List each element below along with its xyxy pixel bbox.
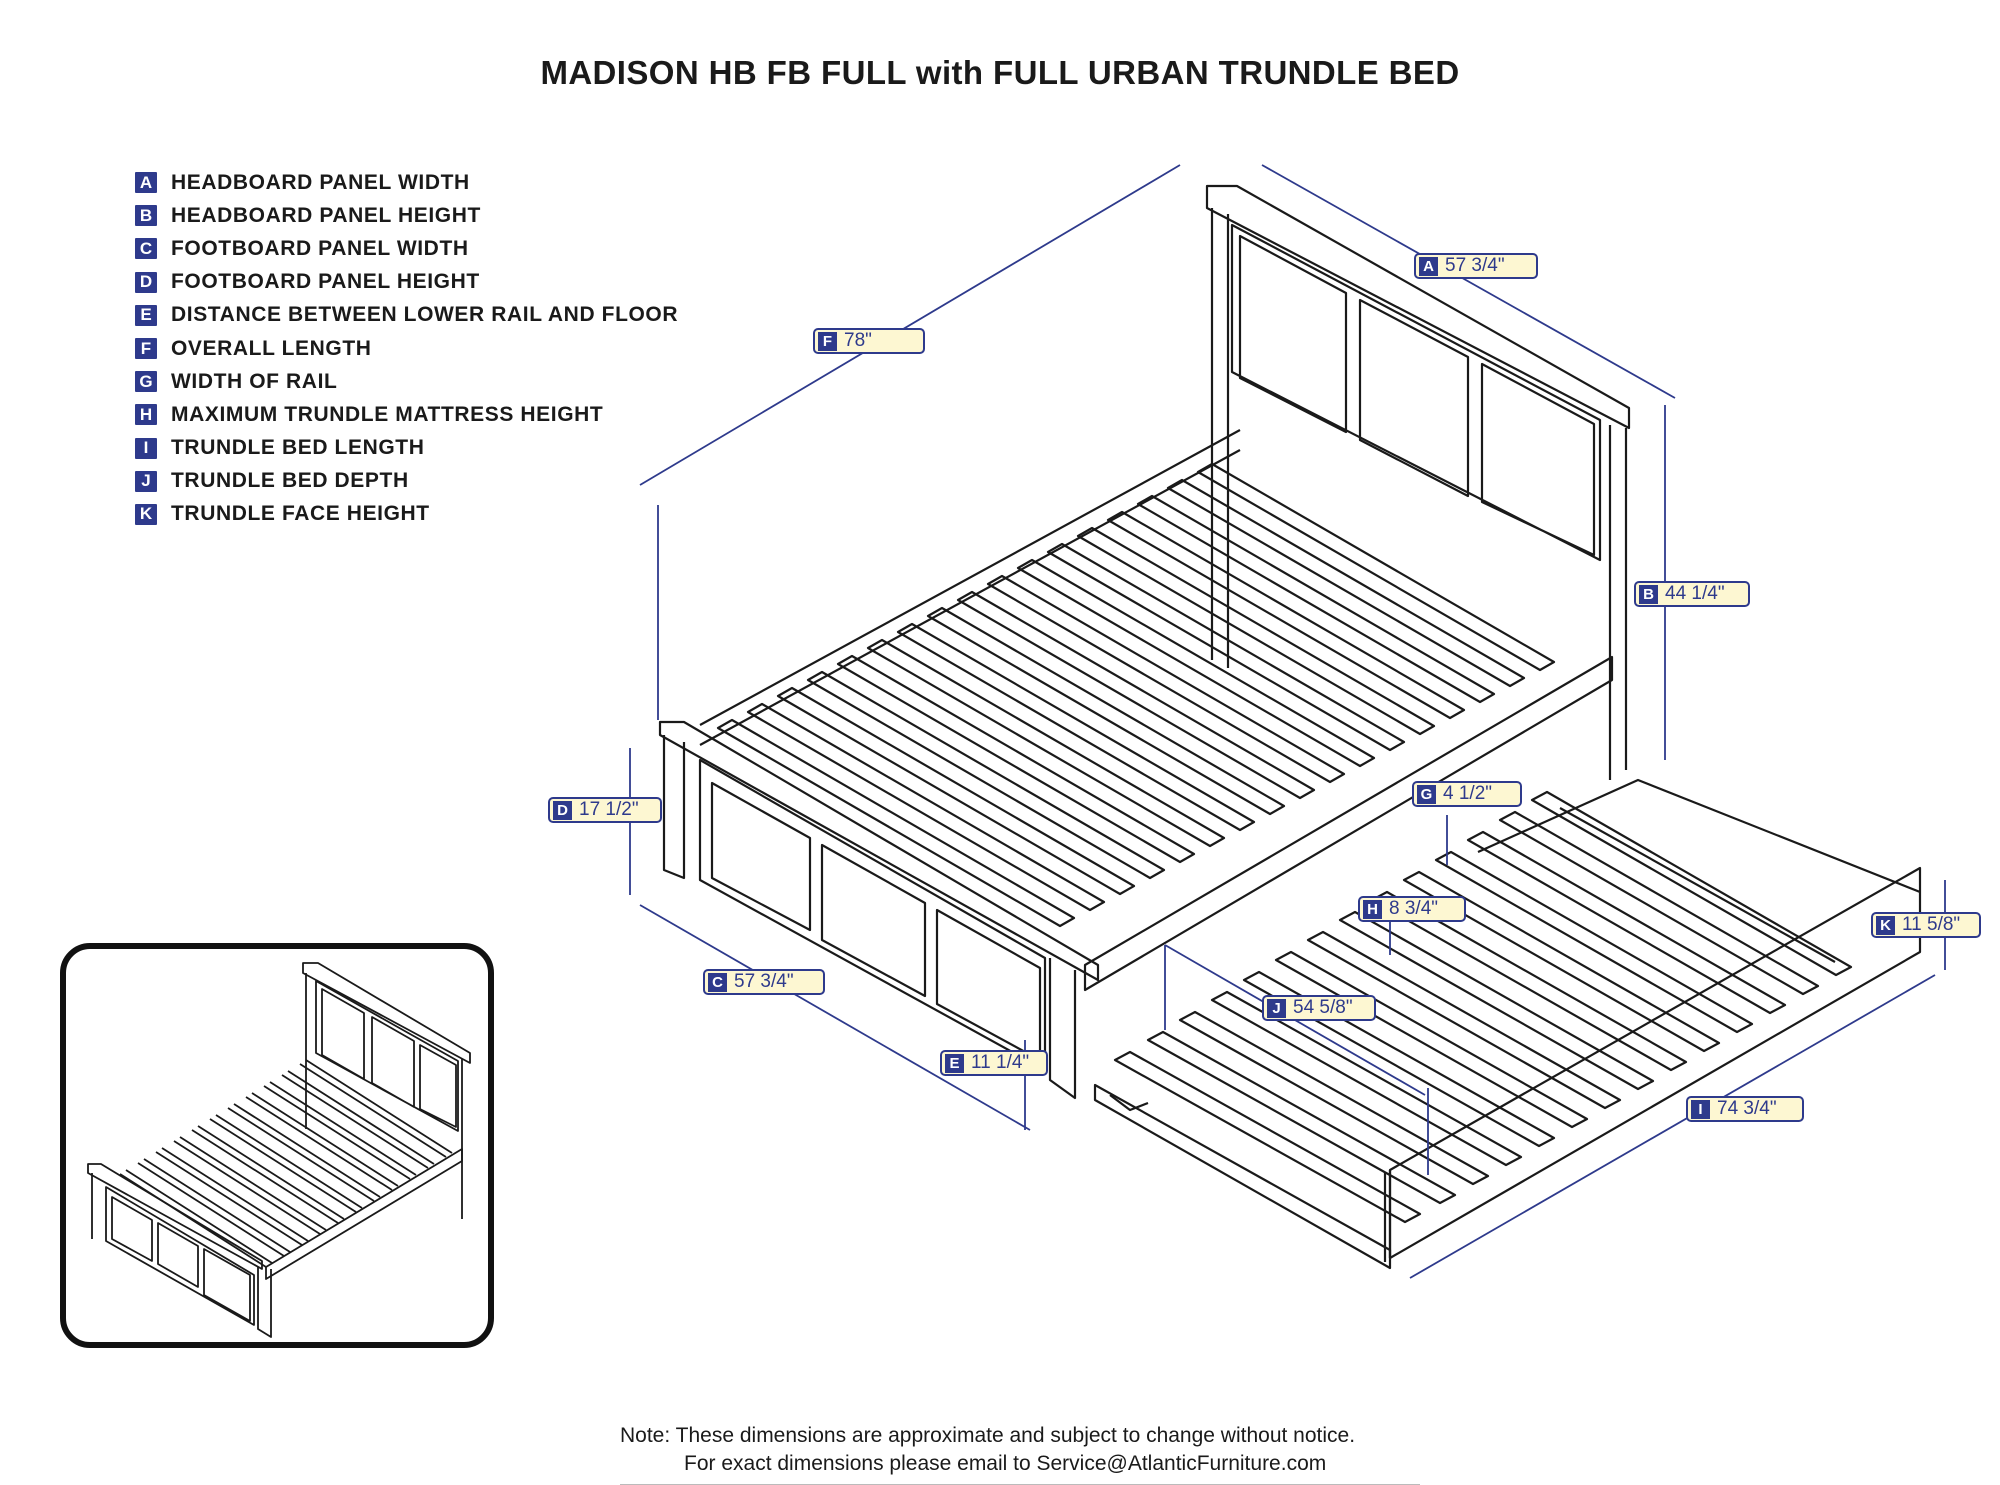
legend-label: OVERALL LENGTH xyxy=(171,336,372,360)
footboard xyxy=(658,720,1100,982)
dimension-callout-f: F 78" xyxy=(813,328,925,354)
trundle-side xyxy=(1093,1083,1392,1270)
legend-key: B xyxy=(135,205,157,227)
legend-label: FOOTBOARD PANEL HEIGHT xyxy=(171,270,480,294)
dimension-value: 11 1/4" xyxy=(971,1052,1030,1073)
dimension-value: 57 3/4" xyxy=(734,971,794,992)
dimension-value: 17 1/2" xyxy=(579,799,639,820)
dimension-callout-g: G 4 1/2" xyxy=(1412,781,1522,807)
diagram-title: MADISON HB FB FULL with FULL URBAN TRUND… xyxy=(540,54,1460,91)
headboard-posts xyxy=(1210,208,1628,780)
legend-key: C xyxy=(135,238,157,260)
dimension-value: 57 3/4" xyxy=(1445,255,1505,276)
legend-label: TRUNDLE BED DEPTH xyxy=(171,469,409,493)
dimension-value: 54 5/8" xyxy=(1293,997,1353,1018)
dimension-value: 8 3/4" xyxy=(1389,898,1439,919)
legend-item-i: I TRUNDLE BED LENGTH xyxy=(135,432,678,465)
dimension-callout-k: K 11 5/8" xyxy=(1871,912,1981,938)
dimension-callout-c: C 57 3/4" xyxy=(703,969,825,995)
legend-item-a: A HEADBOARD PANEL WIDTH xyxy=(135,166,678,199)
footboard-panels xyxy=(698,758,1047,1072)
dimension-key: G xyxy=(1417,784,1436,804)
dimension-callout-d: D 17 1/2" xyxy=(548,797,662,823)
legend-label: TRUNDLE BED LENGTH xyxy=(171,436,425,460)
dimension-callout-a: A 57 3/4" xyxy=(1414,253,1538,279)
assembled-bed-preview-art xyxy=(87,962,471,1338)
dimension-key: D xyxy=(553,800,572,820)
legend-label: FOOTBOARD PANEL WIDTH xyxy=(171,236,469,260)
legend-label: MAXIMUM TRUNDLE MATTRESS HEIGHT xyxy=(171,402,604,426)
dimension-callout-j: J 54 5/8" xyxy=(1262,995,1376,1021)
assembled-bed-preview xyxy=(60,943,494,1348)
dimension-callout-b: B 44 1/4" xyxy=(1634,581,1750,607)
headboard xyxy=(1205,184,1631,430)
legend-item-b: B HEADBOARD PANEL HEIGHT xyxy=(135,199,678,232)
dimension-value: 74 3/4" xyxy=(1717,1098,1777,1119)
legend-item-k: K TRUNDLE FACE HEIGHT xyxy=(135,498,678,531)
dimension-callout-e: E 11 1/4" xyxy=(940,1050,1048,1076)
legend-item-j: J TRUNDLE BED DEPTH xyxy=(135,465,678,498)
note-line-2: For exact dimensions please email to Ser… xyxy=(684,1452,1327,1475)
dimension-key: E xyxy=(945,1053,964,1073)
side-rail xyxy=(1083,655,1614,992)
dimension-value: 4 1/2" xyxy=(1443,783,1493,804)
legend-item-g: G WIDTH OF RAIL xyxy=(135,365,678,398)
disclaimer-note: Note: These dimensions are approximate a… xyxy=(620,1422,1355,1478)
dimension-key: J xyxy=(1267,998,1286,1018)
legend-label: DISTANCE BETWEEN LOWER RAIL AND FLOOR xyxy=(171,303,679,327)
legend-key: H xyxy=(135,404,157,426)
headboard-panels xyxy=(1230,223,1602,562)
dimension-key: B xyxy=(1639,584,1658,604)
trundle-slats xyxy=(1113,790,1853,1224)
legend-item-e: E DISTANCE BETWEEN LOWER RAIL AND FLOOR xyxy=(135,299,678,332)
legend-label: TRUNDLE FACE HEIGHT xyxy=(171,502,430,526)
dimension-callout-h: H 8 3/4" xyxy=(1358,896,1466,922)
dimension-value: 44 1/4" xyxy=(1665,583,1725,604)
dimension-key: F xyxy=(818,331,837,351)
legend-key: E xyxy=(135,304,157,326)
legend-key: I xyxy=(135,437,157,459)
legend-key: D xyxy=(135,271,157,293)
legend-key: F xyxy=(135,338,157,360)
legend-key: G xyxy=(135,371,157,393)
legend-item-f: F OVERALL LENGTH xyxy=(135,332,678,365)
legend-label: WIDTH OF RAIL xyxy=(171,369,338,393)
trundle-back-rail xyxy=(1477,778,1921,894)
trundle-art xyxy=(1093,778,1922,1270)
side-rail-far xyxy=(699,429,1241,746)
dimension-value: 11 5/8" xyxy=(1902,914,1961,935)
legend-item-h: H MAXIMUM TRUNDLE MATTRESS HEIGHT xyxy=(135,398,678,431)
dimension-key: I xyxy=(1691,1099,1710,1119)
note-line-1: Note: These dimensions are approximate a… xyxy=(620,1424,1356,1447)
legend-key: A xyxy=(135,172,157,194)
dimension-value: 78" xyxy=(844,330,872,351)
dimension-key: K xyxy=(1876,915,1895,935)
legend-label: HEADBOARD PANEL WIDTH xyxy=(171,170,470,194)
dimension-key: A xyxy=(1419,256,1438,276)
legend-item-c: C FOOTBOARD PANEL WIDTH xyxy=(135,232,678,265)
bed-slats xyxy=(716,462,1556,928)
dimension-callout-i: I 74 3/4" xyxy=(1686,1096,1804,1122)
dimension-legend: A HEADBOARD PANEL WIDTH B HEADBOARD PANEL … xyxy=(135,166,678,531)
trundle-front-face xyxy=(1388,866,1922,1260)
legend-item-d: D FOOTBOARD PANEL HEIGHT xyxy=(135,266,678,299)
legend-key: K xyxy=(135,503,157,525)
legend-label: HEADBOARD PANEL HEIGHT xyxy=(171,203,481,227)
dimension-key: H xyxy=(1363,899,1382,919)
dimension-key: C xyxy=(708,972,727,992)
legend-key: J xyxy=(135,470,157,492)
footboard-posts xyxy=(662,735,1077,1100)
